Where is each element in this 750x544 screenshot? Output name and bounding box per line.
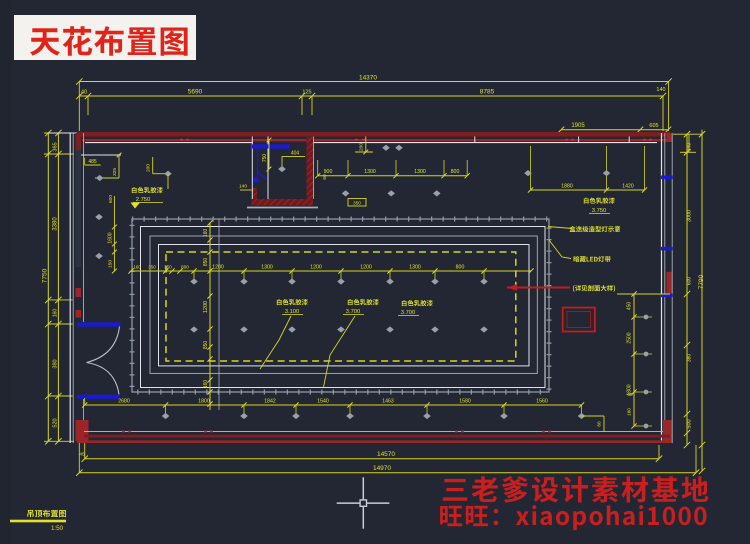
- svg-text:14970: 14970: [373, 465, 391, 472]
- svg-text:3000: 3000: [687, 210, 693, 222]
- svg-text:1300: 1300: [409, 265, 421, 271]
- svg-text:1200: 1200: [310, 265, 322, 271]
- svg-text:1300: 1300: [364, 169, 376, 175]
- svg-text:160: 160: [203, 229, 209, 238]
- svg-text:800: 800: [456, 265, 465, 271]
- svg-text:60: 60: [627, 392, 633, 397]
- svg-text:1300: 1300: [414, 169, 426, 175]
- svg-text:2500: 2500: [627, 332, 633, 343]
- svg-text:1200: 1200: [203, 301, 209, 313]
- svg-text:1463: 1463: [382, 399, 394, 405]
- svg-text:1560: 1560: [536, 399, 548, 405]
- svg-text:200: 200: [146, 164, 152, 172]
- svg-text:1300: 1300: [261, 265, 273, 271]
- svg-text:600: 600: [687, 277, 693, 286]
- svg-text:350: 350: [148, 265, 156, 270]
- svg-text:1:50: 1:50: [51, 525, 64, 532]
- svg-text:1600: 1600: [108, 232, 114, 243]
- svg-text:500: 500: [687, 419, 693, 428]
- svg-text:7750: 7750: [42, 268, 49, 283]
- svg-text:160: 160: [627, 408, 632, 416]
- svg-text:800: 800: [451, 169, 460, 175]
- svg-text:3.750: 3.750: [592, 208, 607, 214]
- svg-text:140: 140: [656, 87, 665, 93]
- svg-text:380: 380: [687, 354, 693, 363]
- svg-text:380: 380: [53, 359, 59, 368]
- svg-text:1905: 1905: [571, 123, 585, 129]
- svg-text:404: 404: [291, 150, 300, 156]
- svg-text:3.700: 3.700: [401, 310, 416, 316]
- svg-text:125: 125: [302, 90, 311, 96]
- svg-text:900: 900: [324, 169, 333, 175]
- svg-text:200: 200: [359, 143, 365, 151]
- svg-text:5690: 5690: [188, 89, 203, 96]
- svg-text:3380: 3380: [53, 217, 59, 231]
- svg-text:160: 160: [53, 309, 59, 318]
- svg-text:14370: 14370: [359, 75, 377, 82]
- svg-text:850: 850: [203, 258, 209, 267]
- svg-text:2.750: 2.750: [136, 197, 151, 203]
- svg-text:140: 140: [687, 143, 693, 152]
- svg-text:45: 45: [79, 452, 85, 458]
- svg-text:7790: 7790: [698, 274, 705, 289]
- svg-text:1200: 1200: [212, 265, 224, 271]
- svg-text:1800: 1800: [198, 399, 210, 405]
- svg-text:800: 800: [181, 265, 189, 270]
- svg-text:1540: 1540: [317, 399, 329, 405]
- svg-text:2680: 2680: [118, 399, 130, 405]
- svg-text:1420: 1420: [622, 184, 634, 190]
- svg-text:365: 365: [53, 142, 59, 151]
- svg-text:1880: 1880: [561, 184, 573, 190]
- svg-text:160: 160: [133, 265, 141, 270]
- svg-text:3.100: 3.100: [285, 309, 300, 315]
- svg-text:1800: 1800: [627, 384, 633, 395]
- svg-text:160: 160: [203, 380, 209, 389]
- svg-text:150: 150: [108, 260, 114, 268]
- svg-text:60: 60: [597, 421, 602, 427]
- svg-text:450: 450: [627, 302, 633, 311]
- svg-text:60: 60: [322, 174, 328, 180]
- svg-text:3.700: 3.700: [346, 309, 361, 315]
- svg-text:40: 40: [81, 90, 87, 96]
- svg-text:140: 140: [239, 184, 247, 190]
- svg-text:1842: 1842: [264, 399, 276, 405]
- svg-text:485: 485: [88, 159, 97, 165]
- svg-text:850: 850: [203, 341, 209, 350]
- svg-text:600: 600: [108, 195, 114, 203]
- svg-text:605: 605: [649, 123, 658, 129]
- svg-text:1200: 1200: [360, 265, 372, 271]
- svg-text:325: 325: [112, 168, 118, 176]
- svg-text:520: 520: [53, 418, 59, 427]
- svg-text:1580: 1580: [459, 399, 471, 405]
- svg-text:350: 350: [353, 201, 361, 206]
- svg-text:750: 750: [262, 154, 268, 163]
- svg-text:14570: 14570: [377, 451, 395, 458]
- svg-text:350: 350: [164, 265, 172, 270]
- svg-text:8785: 8785: [480, 89, 495, 96]
